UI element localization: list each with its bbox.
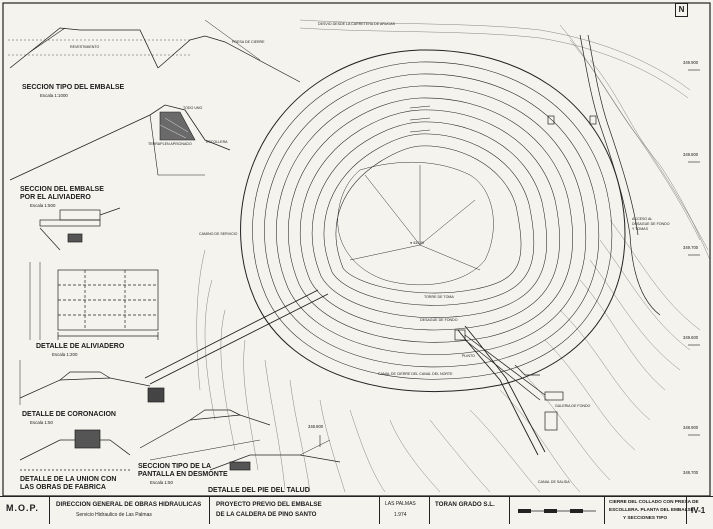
heading-seccion-pantalla-1: SECCION TIPO DE LA [138,463,212,470]
embankment-rings [240,49,626,393]
heading-detalle-pie-talud: DETALLE DEL PIE DEL TALUD [208,487,310,494]
coord-label: 349.600 [683,335,699,340]
proyecto-line1: PROYECTO PREVIO DEL EMBALSE [216,501,322,508]
label-revestimiento: REVESTIMIENTO [70,45,100,49]
ring-ticks [409,105,431,133]
title-block-direccion-cell: DIRECCION GENERAL DE OBRAS HIDRAULICAS S… [50,497,210,524]
label-canal-norte: CANAL DE CIERRE DEL CANAL DEL NORTE [378,372,453,376]
detalle-aliviadero-drawing [29,262,159,340]
north-arrow: N [675,3,688,17]
coord-label: 348.800 [308,424,324,429]
seccion-tipo-embalse-drawing [8,19,301,83]
heading-detalle-aliviadero: DETALLE DE ALIVIADERO [36,343,125,350]
scale-seccion-aliviadero: Escala 1:500 [30,203,56,208]
heading-detalle-coronacion: DETALLE DE CORONACION [22,411,116,418]
label-presa-de-cierre: PRESA DE CIERRE [232,40,265,44]
heading-detalle-union-2: LAS OBRAS DE FABRICA [20,484,106,491]
heading-seccion-aliviadero-2: POR EL ALIVIADERO [20,194,91,201]
label-desvio-carretera: DESVIO DESDE LA CARRETERA DE ARUCAS [318,22,395,26]
heading-detalle-union-1: DETALLE DE LA UNION CON [20,476,117,483]
title-block-plano-cell: CIERRE DEL COLLADO CON PRESA DE ESCOLLER… [605,497,699,524]
terrain-contours [196,19,711,493]
label-plinto: PLINTO [462,354,475,358]
org-label: M.O.P. [6,503,39,513]
rim-road [547,34,661,316]
graphic-scale [518,509,596,513]
title-block-lugar-cell: LAS PALMAS 1.974 [380,497,430,524]
label-desague-fondo: DESAGUE DE FONDO [420,318,458,322]
label-acceso-2: DESAGUE DE FONDO [632,222,670,226]
title-block-autor-cell: TORAN GRADO S.L. [430,497,510,524]
heading-seccion-pantalla-2: PANTALLA EN DESMONTE [138,471,228,478]
title-block-numero-cell: IV-1 [687,497,713,524]
title-block-proyecto-cell: PROYECTO PREVIO DEL EMBALSE DE LA CALDER… [210,497,380,524]
service-road [144,289,546,456]
servicio-label: Servicio Hidraulico de Las Palmas [76,512,152,518]
detalle-union-drawing [19,429,131,471]
label-acceso-3: Y TOMAS [632,227,648,231]
coordinate-ticks [319,69,700,447]
plano-line3: Y SECCIONES TIPO [623,515,668,520]
label-todo-uno: TODO UNO [183,106,203,110]
label-camino-servicio: CAMINO DE SERVICIO [199,232,238,236]
scale-seccion-pantalla: Escala 1:50 [150,480,173,485]
heading-seccion-tipo-embalse: SECCION TIPO DEL EMBALSE [22,84,125,91]
plano-numero: IV-1 [691,506,706,515]
heading-seccion-aliviadero-1: SECCION DEL EMBALSE [20,186,104,193]
scale-detalle-coronacion: Escala 1:50 [30,420,53,425]
label-escollera: ESCOLLERA [206,140,228,144]
label-torre-de-toma: TORRE DE TOMA [424,295,454,299]
reservoir-floor [337,161,494,285]
outlet-works [454,329,564,431]
label-terraplen: TERRAPLEN APISONADO [148,142,192,146]
coord-label: 348.900 [683,425,699,430]
detalle-coronacion-drawing [19,360,165,405]
coord-label: 348.700 [683,470,699,475]
title-block-org-cell: M.O.P. [0,497,50,524]
direccion-label: DIRECCION GENERAL DE OBRAS HIDRAULICAS [56,501,202,508]
label-canal-salida: CANAL DE SALIDA [538,480,570,484]
plano-line1: CIERRE DEL COLLADO CON PRESA DE [609,499,699,504]
title-block-scale-cell [510,497,605,524]
seccion-aliviadero-drawing [9,104,231,181]
coord-label: 349.700 [683,245,699,250]
seccion-pantalla-drawing [139,409,271,461]
label-galeria-fondo: GALERIA DE FONDO [555,404,591,408]
lugar-label: LAS PALMAS [385,501,416,507]
scale-detalle-aliviadero: Escala 1:200 [52,352,78,357]
autor-label: TORAN GRADO S.L. [435,501,495,508]
proyecto-line2: DE LA CALDERA DE PINO SANTO [216,511,317,518]
detalle-pie-talud-drawing [209,439,341,471]
label-cota-centro: ● 433.00 [410,241,425,245]
coord-label: 349.800 [683,152,699,157]
label-acceso-1: ACCESO AL [632,217,653,221]
scale-seccion-tipo: Escala 1:1000 [40,93,68,98]
fecha-label: 1.974 [394,512,407,518]
plano-line2: ESCOLLERA. PLANTA DEL EMBALSE [609,507,694,512]
detalle-spillway-small-drawing [39,207,121,251]
title-block: M.O.P. DIRECCION GENERAL DE OBRAS HIDRAU… [0,496,713,524]
coord-label: 349.900 [683,60,699,65]
